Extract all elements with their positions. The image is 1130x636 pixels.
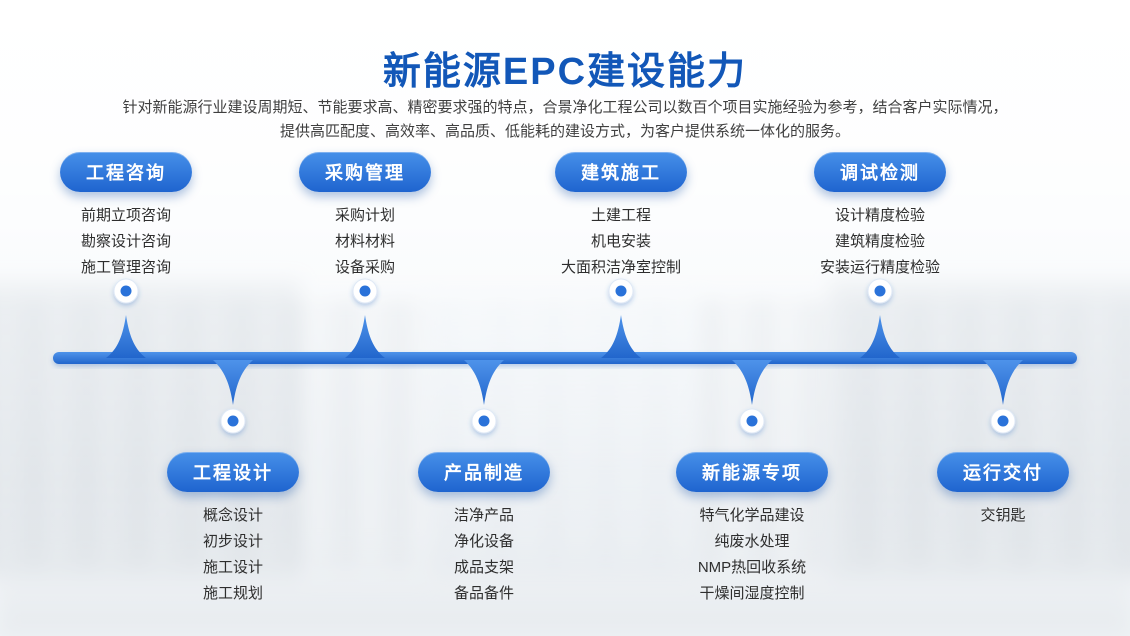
stage-badge: 采购管理 bbox=[299, 152, 431, 192]
connector-drop bbox=[213, 360, 253, 405]
stage-procurement-management: 采购管理 采购计划 材料材料 设备采购 bbox=[299, 152, 431, 281]
stage-label: 建筑施工 bbox=[581, 163, 661, 183]
stage-product-manufacturing: 产品制造 洁净产品 净化设备 成品支架 备品备件 bbox=[418, 452, 550, 607]
stage-point: 净化设备 bbox=[453, 533, 514, 550]
page-description: 针对新能源行业建设周期短、节能要求高、精密要求强的特点，合景净化工程公司以数百个… bbox=[65, 96, 1065, 144]
stage-engineering-consulting: 工程咨询 前期立项咨询 勘察设计咨询 施工管理咨询 bbox=[60, 152, 192, 281]
stage-point: 特气化学品建设 bbox=[699, 507, 805, 524]
page-title: 新能源EPC建设能力 bbox=[382, 51, 748, 93]
description-line-2: 提供高匹配度、高效率、高品质、低能耗的建设方式，为客户提供系统一体化的服务。 bbox=[279, 123, 850, 140]
stage-label: 工程咨询 bbox=[86, 163, 166, 183]
timeline-node-dot bbox=[478, 415, 490, 427]
stage-point: 勘察设计咨询 bbox=[80, 233, 171, 250]
timeline-node-dot bbox=[874, 285, 886, 297]
stage-point: 洁净产品 bbox=[453, 507, 514, 524]
stage-point: 纯废水处理 bbox=[714, 533, 790, 550]
stage-points: 特气化学品建设 纯废水处理 NMP热回收系统 干燥间湿度控制 bbox=[676, 503, 828, 607]
stage-points: 采购计划 材料材料 设备采购 bbox=[299, 203, 431, 281]
stage-building-construction: 建筑施工 土建工程 机电安装 大面积洁净室控制 bbox=[555, 152, 687, 281]
stage-points: 概念设计 初步设计 施工设计 施工规划 bbox=[167, 503, 299, 607]
stage-point: 材料材料 bbox=[334, 233, 395, 250]
stage-label: 调试检测 bbox=[840, 163, 920, 183]
stage-badge: 调试检测 bbox=[814, 152, 946, 192]
stage-points: 土建工程 机电安装 大面积洁净室控制 bbox=[555, 203, 687, 281]
stage-point: 施工设计 bbox=[202, 559, 263, 576]
top-connectors bbox=[106, 315, 900, 358]
stage-label: 运行交付 bbox=[963, 463, 1043, 483]
bottom-nodes bbox=[220, 408, 1016, 434]
stage-point: 机电安装 bbox=[590, 233, 651, 250]
stage-point: 安装运行精度检验 bbox=[819, 259, 940, 276]
stage-label: 产品制造 bbox=[444, 463, 524, 483]
stage-label: 工程设计 bbox=[193, 463, 273, 483]
stage-point: 大面积洁净室控制 bbox=[560, 259, 681, 276]
connector-drop bbox=[983, 360, 1023, 405]
connector-drop bbox=[732, 360, 772, 405]
stage-points: 交钥匙 bbox=[937, 503, 1069, 529]
timeline-bar bbox=[53, 352, 1077, 364]
stage-badge: 新能源专项 bbox=[676, 452, 828, 492]
stage-point: 设备采购 bbox=[334, 259, 395, 276]
stage-point: 建筑精度检验 bbox=[834, 233, 925, 250]
stage-new-energy-special: 新能源专项 特气化学品建设 纯废水处理 NMP热回收系统 干燥间湿度控制 bbox=[676, 452, 828, 607]
connector-drop bbox=[464, 360, 504, 405]
stage-badge: 工程设计 bbox=[167, 452, 299, 492]
stage-point: 土建工程 bbox=[590, 207, 651, 224]
stage-points: 洁净产品 净化设备 成品支架 备品备件 bbox=[418, 503, 550, 607]
timeline-node-dot bbox=[359, 285, 371, 297]
stage-point: 初步设计 bbox=[202, 533, 263, 550]
connector-drop bbox=[345, 315, 385, 358]
stage-badge: 产品制造 bbox=[418, 452, 550, 492]
bottom-connectors bbox=[213, 360, 1023, 405]
timeline-node-dot bbox=[997, 415, 1009, 427]
stage-point: NMP热回收系统 bbox=[697, 559, 807, 576]
stage-commissioning-testing: 调试检测 设计精度检验 建筑精度检验 安装运行精度检验 bbox=[814, 152, 946, 281]
stage-point: 设计精度检验 bbox=[834, 207, 925, 224]
stage-point: 成品支架 bbox=[453, 559, 514, 576]
stage-engineering-design: 工程设计 概念设计 初步设计 施工设计 施工规划 bbox=[167, 452, 299, 607]
stage-point: 采购计划 bbox=[334, 207, 395, 224]
stage-point: 交钥匙 bbox=[980, 507, 1026, 524]
stage-point: 施工管理咨询 bbox=[80, 259, 171, 276]
stage-label: 新能源专项 bbox=[702, 463, 802, 483]
stage-point: 施工规划 bbox=[202, 585, 263, 602]
top-nodes bbox=[113, 278, 893, 304]
connector-drop bbox=[106, 315, 146, 358]
timeline-node-dot bbox=[746, 415, 758, 427]
stage-point: 干燥间湿度控制 bbox=[699, 585, 805, 602]
timeline-node-dot bbox=[227, 415, 239, 427]
stage-badge: 建筑施工 bbox=[555, 152, 687, 192]
stage-points: 设计精度检验 建筑精度检验 安装运行精度检验 bbox=[814, 203, 946, 281]
connector-drop bbox=[601, 315, 641, 358]
stage-point: 备品备件 bbox=[453, 585, 514, 602]
connector-drop bbox=[860, 315, 900, 358]
stage-point: 概念设计 bbox=[202, 507, 263, 524]
timeline-node-dot bbox=[615, 285, 627, 297]
stage-point: 前期立项咨询 bbox=[80, 207, 171, 224]
stage-badge: 工程咨询 bbox=[60, 152, 192, 192]
timeline-node-dot bbox=[120, 285, 132, 297]
description-line-1: 针对新能源行业建设周期短、节能要求高、精密要求强的特点，合景净化工程公司以数百个… bbox=[122, 99, 1008, 116]
stage-badge: 运行交付 bbox=[937, 452, 1069, 492]
stage-label: 采购管理 bbox=[325, 163, 405, 183]
stage-operation-delivery: 运行交付 交钥匙 bbox=[937, 452, 1069, 529]
stage-points: 前期立项咨询 勘察设计咨询 施工管理咨询 bbox=[60, 203, 192, 281]
